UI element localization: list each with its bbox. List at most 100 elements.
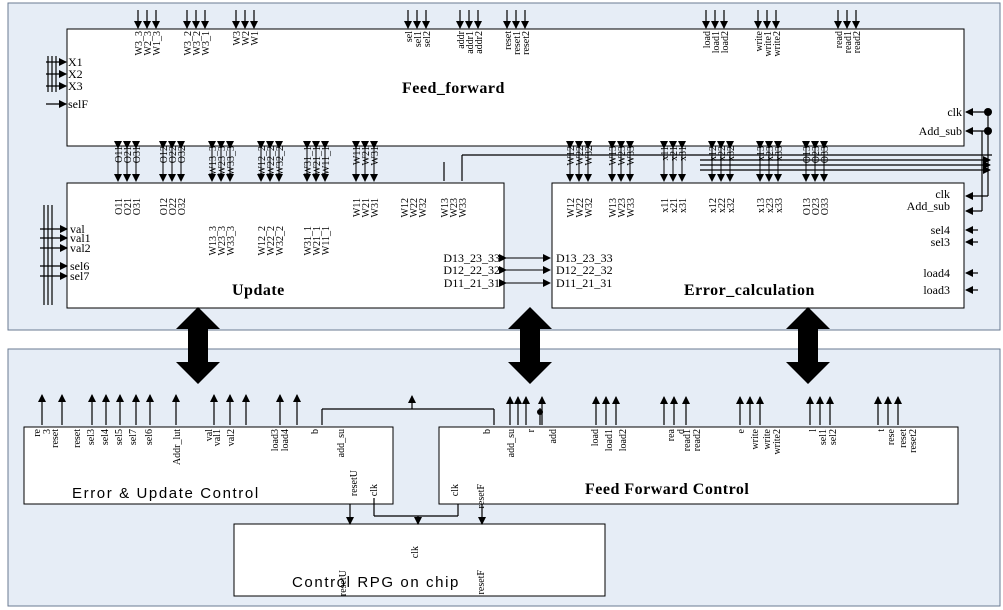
pin-label: load4 [280,429,291,451]
pin-label: W3_1 [201,31,212,55]
pin-label: x21 [669,198,680,213]
pin-label: load2 [618,429,629,451]
pin-label: W31 [370,146,381,165]
pin-label: val1 [70,231,91,245]
pin-label: W33_3 [226,226,237,255]
pin-label: load3 [270,429,281,451]
pin-label: clk [410,546,421,558]
pin-label: W13 [608,198,619,217]
pin-label: sel3 [931,235,950,249]
region-link-arrows [176,307,830,384]
pin-label: D11_21_31 [444,276,500,290]
pin-label: val1 [212,429,223,446]
pin-label: W23 [449,198,460,217]
pin-label: O23 [811,198,822,215]
pin-label: X1 [68,55,83,69]
pin-label: sel2 [828,429,839,445]
pin-label: clk [947,105,962,119]
pin-label: W22_2 [266,226,277,255]
pin-label: add_su [336,429,347,457]
pin-label: X2 [68,67,83,81]
pin-label: t [876,429,887,432]
pin-label: W13_3 [208,226,219,255]
pin-label: write2 [772,31,783,57]
pin-label: read1 [843,31,854,53]
pin-label: addr2 [474,31,485,54]
error-calculation-block [551,182,965,309]
pin-label: e [736,428,747,433]
pin-label: clk [450,484,461,496]
pin-label: resetF [476,484,487,509]
pin-label: val2 [226,429,237,446]
pin-label: 3 [42,429,53,434]
pin-label: W32 [584,198,595,217]
pin-label: W13 [440,198,451,217]
update-title: Update [232,282,285,299]
pin-label: sel1 [413,31,424,47]
pin-label: O22 [168,198,179,215]
pin-label: load4 [923,266,950,280]
pin-label: W31 [370,198,381,217]
pin-label: sel6 [70,259,89,273]
pin-label: x32 [726,198,737,213]
error-update-control-title: Error & Update Control [72,485,260,502]
double-arrow [786,307,830,384]
pin-label: x23 [765,198,776,213]
pin-label: D13_23_33 [443,251,500,265]
pin-label: W33 [626,146,637,165]
pin-label: sel7 [70,269,89,283]
error-update-control-block [23,426,394,505]
junction-dot [537,409,543,415]
pin-label: val [204,429,215,441]
pin-label: rese [886,428,897,445]
pin-label: write [754,30,765,51]
control-rpg-title: Control RPG on chip [292,574,460,591]
pin-label: x31 [678,198,689,213]
pin-label: val [70,222,85,236]
pin-label: W11_1 [321,226,332,255]
pin-label: Add_sub [907,199,950,213]
pin-label: l [808,429,819,432]
pin-label: selF [68,97,88,111]
pin-label: x33 [774,198,785,213]
control-wires [346,498,486,525]
pin-label: x32 [726,146,737,161]
pin-label: x22 [717,198,728,213]
pin-label: W21 [361,198,372,217]
pin-label: sel3 [86,429,97,445]
pin-label: load [590,429,601,446]
feed-forward-control-title: Feed Forward Control [585,481,749,498]
pin-label: sel4 [100,429,111,445]
pin-label: W11_1 [321,146,332,175]
pin-label: load1 [711,31,722,53]
pin-label: W3_2 [192,31,203,55]
pin-label: W32_2 [275,226,286,255]
pin-label: D11_21_31 [556,276,612,290]
pin-label: addr [456,30,467,48]
pin-label: read [834,31,845,48]
pin-label: W22 [575,198,586,217]
pin-label: sel7 [128,429,139,445]
bidirectional-buses [114,141,992,182]
pin-label: x31 [678,146,689,161]
pin-label: reset2 [908,429,919,453]
double-arrow [176,307,220,384]
feed-forward-block [66,28,965,147]
pin-label: load2 [720,31,731,53]
pin-label: val2 [70,241,91,255]
pin-label: load [702,31,713,48]
pin-label: d [676,429,687,434]
pin-label: D12_22_32 [443,263,500,277]
pin-label: b [310,429,321,434]
